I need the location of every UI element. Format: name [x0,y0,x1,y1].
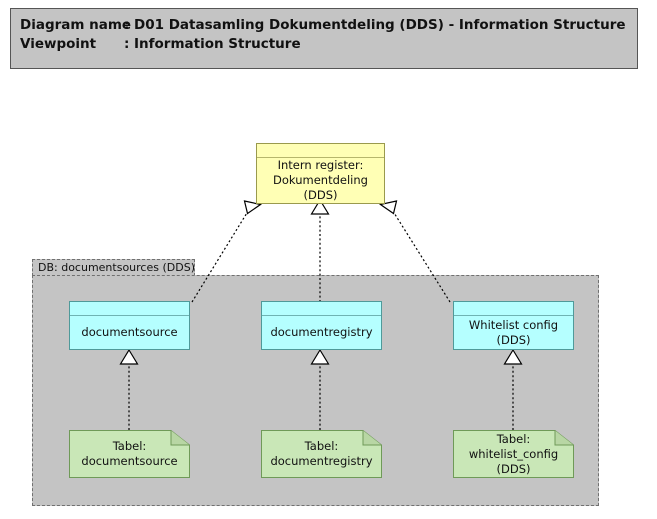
deliverable-tabel-documentregistry[interactable]: Tabel: documentregistry [261,430,382,478]
business-object-label: Intern register: Dokumentdeling (DDS) [273,158,368,202]
deliverable-label: Tabel: documentregistry [270,439,373,468]
diagram-name-separator: : [124,17,130,33]
data-object-label: Whitelist config (DDS) [468,317,559,347]
diagram-title-block: Diagram name : D01 Datasamling Dokumentd… [10,8,638,69]
data-object-header-bar [454,302,573,316]
diagram-name-row: Diagram name : D01 Datasamling Dokumentd… [20,16,637,35]
diagram-name-value: D01 Datasamling Dokumentdeling (DDS) - I… [134,17,626,33]
business-object-header-bar [257,144,384,158]
data-object-label: documentsource [81,325,178,339]
viewpoint-separator: : [124,36,130,52]
data-object-header-bar [70,302,189,316]
data-object-header-bar [262,302,381,316]
deliverable-shape [69,430,190,478]
deliverable-tabel-documentsource[interactable]: Tabel: documentsource [69,430,190,478]
data-object-documentregistry[interactable]: documentregistry [261,301,382,350]
deliverable-label: Tabel: whitelist_config (DDS) [468,431,559,476]
deliverable-label: Tabel: documentsource [81,439,178,468]
viewpoint-value: Information Structure [134,36,301,52]
data-object-whitelist-config[interactable]: Whitelist config (DDS) [453,301,574,350]
deliverable-shape [453,430,574,478]
diagram-name-label: Diagram name [20,17,132,33]
grouping-title: DB: documentsources (DDS) [32,259,195,276]
deliverable-tabel-whitelist-config[interactable]: Tabel: whitelist_config (DDS) [453,430,574,478]
viewpoint-row: Viewpoint : Information Structure [20,35,637,54]
data-object-label: documentregistry [270,325,373,339]
data-object-documentsource[interactable]: documentsource [69,301,190,350]
business-object-intern-register[interactable]: Intern register: Dokumentdeling (DDS) [256,143,385,204]
viewpoint-label: Viewpoint [20,36,97,52]
deliverable-shape [261,430,382,478]
